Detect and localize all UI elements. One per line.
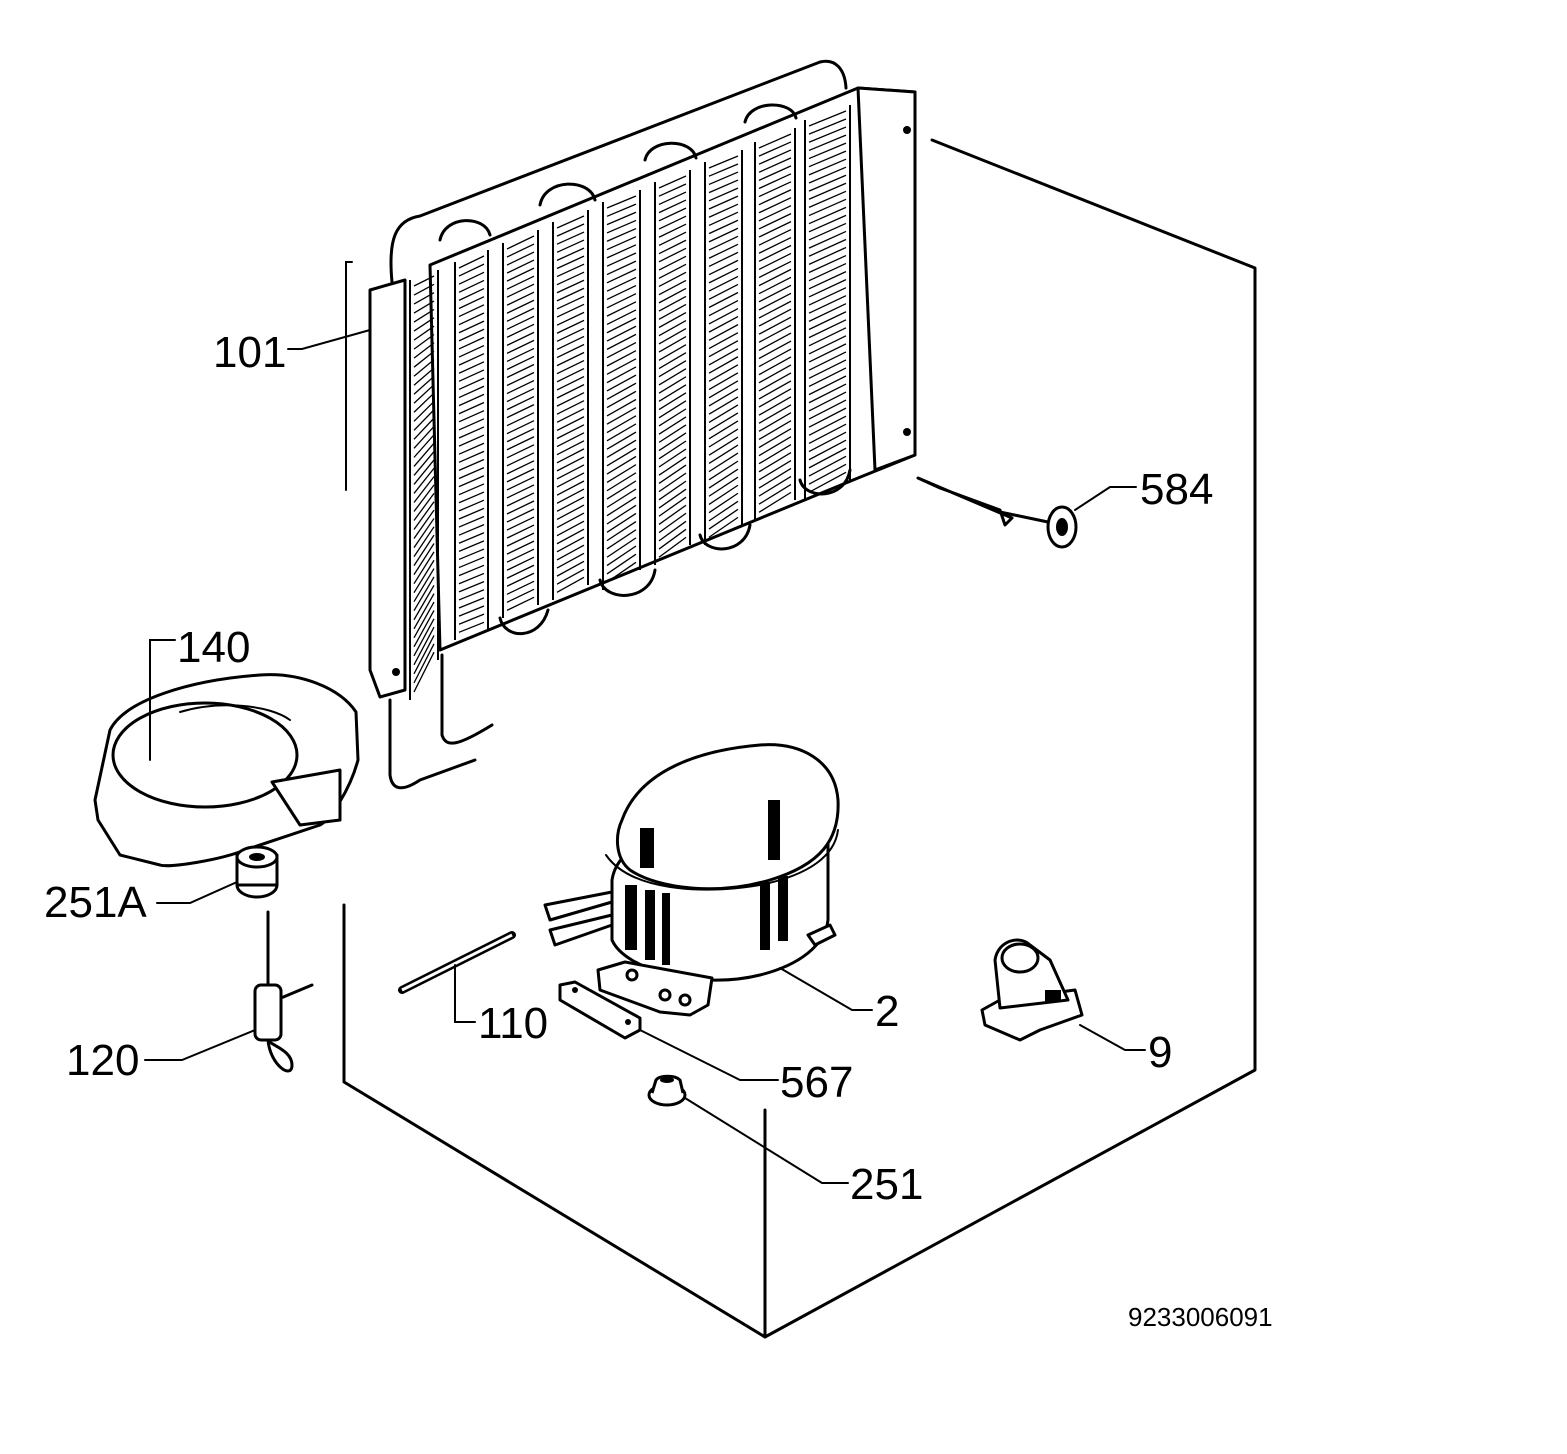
callout-2: 2 xyxy=(875,987,899,1036)
callout-251: 251 xyxy=(850,1160,923,1209)
clip-icon xyxy=(916,476,1078,549)
condenser-fins xyxy=(409,105,851,700)
callout-140: 140 xyxy=(177,623,250,672)
condenser-icon xyxy=(368,59,917,790)
drier-filter-icon xyxy=(253,910,314,1073)
callout-584: 584 xyxy=(1140,465,1213,514)
callout-567: 567 xyxy=(780,1058,853,1107)
relay-icon xyxy=(980,938,1084,1042)
drip-tray-icon xyxy=(93,673,360,868)
callout-labels: 101 584 140 251A 120 110 2 567 9 251 923… xyxy=(44,328,1273,1332)
tube-icon xyxy=(398,931,516,994)
callout-110: 110 xyxy=(478,999,548,1048)
callout-101: 101 xyxy=(213,328,286,377)
leader-lines xyxy=(144,329,1146,1184)
grommet-icon xyxy=(235,845,279,899)
callout-120: 120 xyxy=(66,1036,139,1085)
grommet-icon xyxy=(647,1074,687,1107)
callout-9: 9 xyxy=(1148,1028,1172,1077)
callout-251A: 251A xyxy=(44,878,147,927)
compressor-icon xyxy=(543,743,840,1017)
document-number: 9233006091 xyxy=(1128,1302,1273,1332)
